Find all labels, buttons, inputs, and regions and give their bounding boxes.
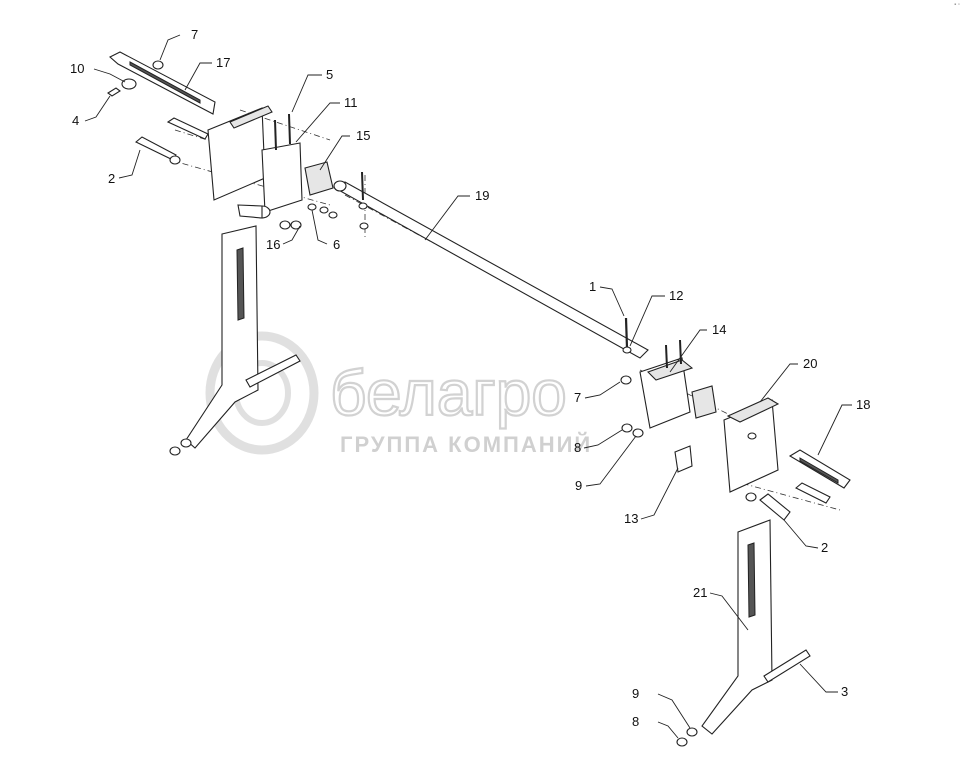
- arm-slots-21: [747, 542, 756, 618]
- callout-17: 17: [216, 55, 230, 70]
- callout-16: 16: [266, 237, 280, 252]
- bracket-11: [261, 142, 303, 213]
- bolt-14a: [665, 344, 668, 369]
- tube-16: [237, 204, 263, 219]
- housing-14-top: [646, 359, 694, 381]
- main-shaft-19: [333, 171, 649, 359]
- callout-9-mid: 9: [575, 478, 582, 493]
- washer-12: [622, 346, 632, 354]
- bolt-5b: [288, 113, 291, 145]
- callout-9-low: 9: [632, 686, 639, 701]
- nut-shaft: [359, 222, 369, 230]
- callout-7-mid: 7: [574, 390, 581, 405]
- nut-7-left: [152, 60, 164, 70]
- bolt-upper-left: [166, 117, 209, 140]
- clamp-block-15: [304, 161, 334, 196]
- nut-8-low: [676, 737, 688, 747]
- washer-shaft: [358, 202, 368, 210]
- callout-15: 15: [356, 128, 370, 143]
- spacer-13: [674, 445, 693, 473]
- callout-18: 18: [856, 397, 870, 412]
- nut-9-right: [632, 428, 644, 438]
- slot-18: [799, 457, 839, 484]
- callout-12: 12: [669, 288, 683, 303]
- bolt-upper-right: [795, 482, 831, 504]
- bolt-4-left: [107, 87, 121, 97]
- corner-mark: ▪ ▫: [954, 2, 960, 8]
- lower-arm-21: [701, 519, 773, 735]
- shaft-19-end: [333, 180, 347, 192]
- nut-left-low-a: [169, 446, 181, 456]
- callout-6: 6: [333, 237, 340, 252]
- bolt-2-left: [134, 136, 177, 161]
- bolt-14b: [679, 339, 682, 365]
- callout-7-top: 7: [191, 27, 198, 42]
- clamp-block-right: [691, 385, 717, 419]
- nut-16a: [279, 220, 291, 230]
- bolt-2-right: [759, 493, 791, 521]
- left-assembly: [107, 51, 338, 456]
- arm-slots-left: [236, 247, 245, 321]
- nut-7-right: [620, 375, 632, 385]
- callout-5: 5: [326, 67, 333, 82]
- washer-2-right: [745, 492, 757, 502]
- callout-13: 13: [624, 511, 638, 526]
- callout-8-mid: 8: [574, 440, 581, 455]
- slot-left: [129, 61, 201, 104]
- callout-14: 14: [712, 322, 726, 337]
- callout-8-low: 8: [632, 714, 639, 729]
- bolt-3: [763, 649, 811, 683]
- right-assembly: [620, 317, 851, 747]
- bolt-3-left: [245, 354, 301, 388]
- slotted-bar-18: [788, 449, 851, 489]
- leader-lines: [84, 34, 852, 739]
- nut-6c: [328, 211, 338, 219]
- callout-3: 3: [841, 684, 848, 699]
- plate-20-hole: [747, 432, 757, 440]
- washer-2-left: [169, 155, 181, 165]
- nut-left-low-b: [180, 438, 192, 448]
- plate-20-top: [726, 397, 780, 423]
- watermark: белагро ГРУППА КОМПАНИЙ: [205, 331, 592, 457]
- callouts: 7 10 17 4 5 11 15 2 16 6 19 1 12 14 20 1…: [70, 27, 870, 729]
- watermark-brand: белагро: [330, 357, 567, 429]
- bolt-1: [624, 317, 629, 349]
- shaft-19: [333, 181, 649, 359]
- watermark-tagline: ГРУППА КОМПАНИЙ: [340, 432, 592, 457]
- plate-top-left: [229, 105, 273, 129]
- callout-20: 20: [803, 356, 817, 371]
- callout-21: 21: [693, 585, 707, 600]
- nut-6b: [319, 206, 329, 214]
- bolt-5a: [274, 119, 277, 151]
- nut-16b: [290, 220, 302, 230]
- callout-2-left: 2: [108, 171, 115, 186]
- watermark-logo-ring: [205, 331, 319, 455]
- callout-10: 10: [70, 61, 84, 76]
- nut-8-right: [621, 423, 633, 433]
- callout-4: 4: [72, 113, 79, 128]
- nut-9-low: [686, 727, 698, 737]
- washer-10: [121, 78, 137, 90]
- callout-19: 19: [475, 188, 489, 203]
- nut-6a: [307, 203, 317, 211]
- callout-2-right: 2: [821, 540, 828, 555]
- callout-1: 1: [589, 279, 596, 294]
- callout-11: 11: [344, 95, 358, 110]
- bolt-shaft: [361, 171, 364, 201]
